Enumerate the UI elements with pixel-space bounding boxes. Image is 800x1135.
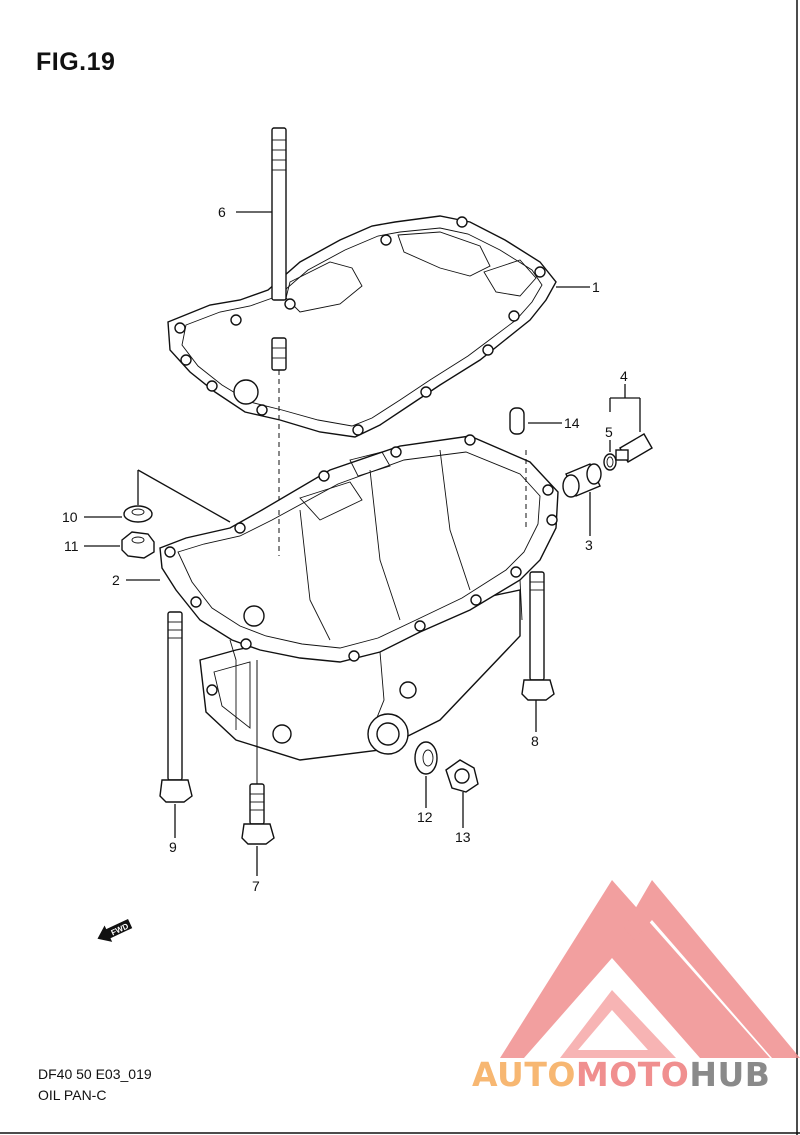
callout-11[interactable]: 11 xyxy=(64,538,79,554)
watermark-logo-icon xyxy=(500,880,800,1058)
callout-12[interactable]: 12 xyxy=(417,809,433,825)
callout-7[interactable]: 7 xyxy=(252,878,260,894)
callout-2[interactable]: 2 xyxy=(112,572,120,588)
callout-10[interactable]: 10 xyxy=(62,509,78,525)
part-o-ring[interactable] xyxy=(603,453,617,471)
watermark-word-moto: MOTO xyxy=(575,1055,690,1094)
callout-14[interactable]: 14 xyxy=(564,415,580,431)
leader-lines xyxy=(84,211,641,876)
callout-4[interactable]: 4 xyxy=(620,368,628,384)
part-drain-plug[interactable] xyxy=(445,759,479,793)
part-sleeve[interactable] xyxy=(562,463,602,498)
diagram-name: OIL PAN-C xyxy=(38,1087,107,1103)
part-stud-long[interactable] xyxy=(271,127,287,371)
callout-1[interactable]: 1 xyxy=(592,279,600,295)
part-drain-gasket[interactable] xyxy=(414,741,438,775)
watermark-word-hub: HUB xyxy=(689,1055,771,1094)
model-code: DF40 50 E03_019 xyxy=(38,1066,152,1082)
callout-8[interactable]: 8 xyxy=(531,733,539,749)
watermark-text: AUTOMOTOHUB xyxy=(472,1055,770,1094)
callout-13[interactable]: 13 xyxy=(455,829,471,845)
callout-3[interactable]: 3 xyxy=(585,537,593,553)
part-washer[interactable] xyxy=(123,505,153,523)
part-dowel-pin[interactable] xyxy=(509,407,525,435)
part-bolt-8[interactable] xyxy=(521,571,555,701)
part-nut[interactable] xyxy=(121,531,155,559)
fwd-label: FWD xyxy=(110,921,131,937)
part-bolt-7[interactable] xyxy=(241,783,275,845)
callout-5[interactable]: 5 xyxy=(605,424,613,440)
part-oil-pan[interactable] xyxy=(159,434,559,761)
part-sensor[interactable] xyxy=(615,433,653,463)
part-gasket[interactable] xyxy=(167,215,557,438)
callout-9[interactable]: 9 xyxy=(169,839,177,855)
figure-title: FIG.19 xyxy=(36,48,116,76)
fwd-arrow-icon: FWD xyxy=(97,919,133,942)
part-bolt-9[interactable] xyxy=(159,611,193,803)
watermark-word-auto: AUTO xyxy=(472,1055,576,1094)
callout-6[interactable]: 6 xyxy=(218,204,226,220)
